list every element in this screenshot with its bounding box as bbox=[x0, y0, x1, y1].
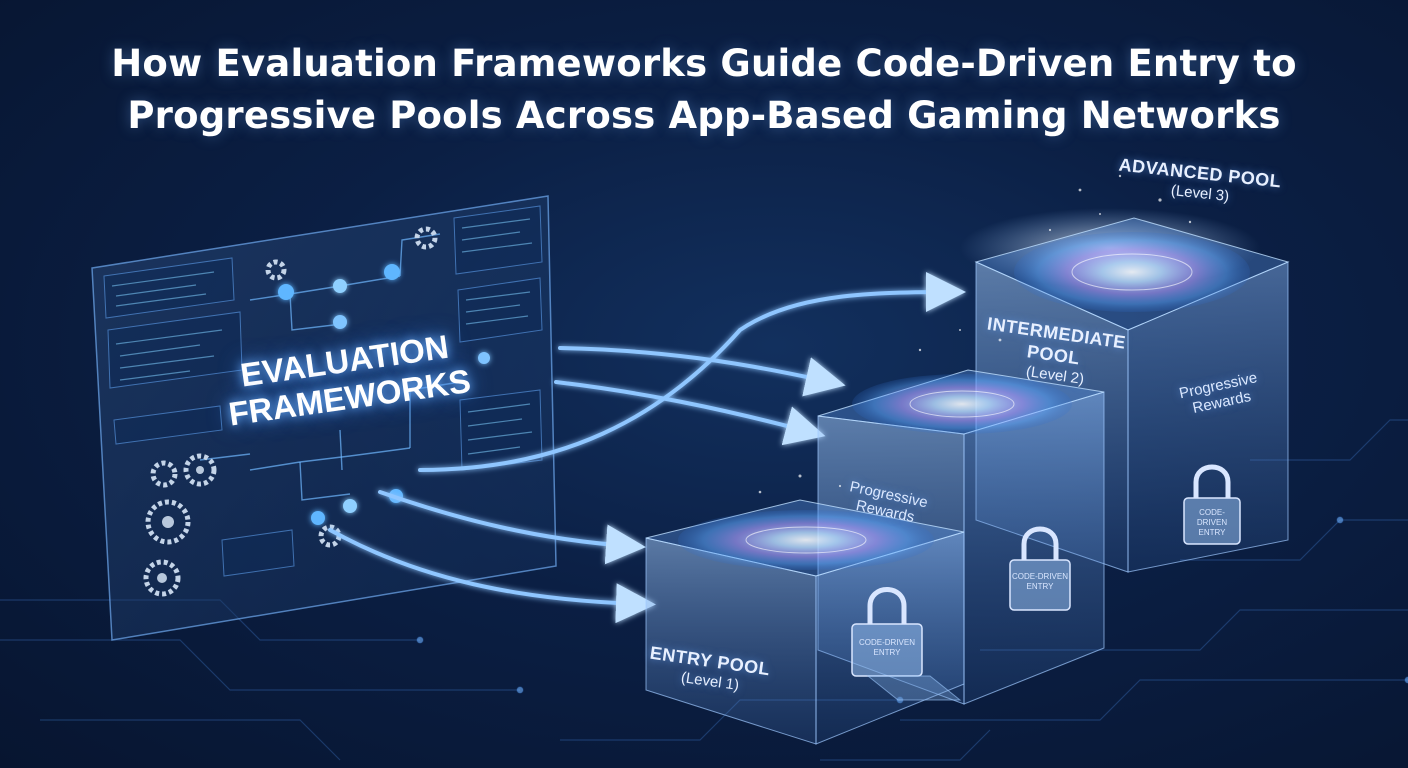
advanced-pool-label: ADVANCED POOL (Level 3) bbox=[1110, 155, 1290, 205]
entry-pool-label: ENTRY POOL (Level 1) bbox=[640, 643, 780, 694]
arrow-to-intermediate-2 bbox=[554, 380, 826, 446]
page-title: How Evaluation Frameworks Guide Code-Dri… bbox=[0, 38, 1408, 142]
arrow-to-advanced bbox=[418, 272, 966, 472]
lock-icon bbox=[851, 587, 923, 677]
arrow-to-entry-2 bbox=[328, 528, 656, 624]
intermediate-pool-label: INTERMEDIATE POOL (Level 2) bbox=[960, 313, 1150, 387]
arrow-to-intermediate bbox=[558, 346, 846, 397]
arrow-to-entry bbox=[378, 490, 646, 565]
framework-panel bbox=[91, 195, 557, 641]
gear-icon bbox=[143, 226, 438, 597]
entry-pool bbox=[645, 499, 965, 745]
title-line-2: Progressive Pools Across App-Based Gamin… bbox=[127, 94, 1281, 137]
lock-icon bbox=[1009, 526, 1071, 611]
advanced-lock-text: CODE-DRIVEN ENTRY bbox=[1196, 508, 1228, 537]
flow-arrows bbox=[328, 272, 966, 624]
intermediate-lock-text: CODE-DRIVEN ENTRY bbox=[1012, 572, 1069, 591]
entry-lock-text: CODE-DRIVEN ENTRY bbox=[858, 638, 915, 657]
lock-icon bbox=[1183, 464, 1241, 545]
title-line-1: How Evaluation Frameworks Guide Code-Dri… bbox=[111, 42, 1297, 85]
